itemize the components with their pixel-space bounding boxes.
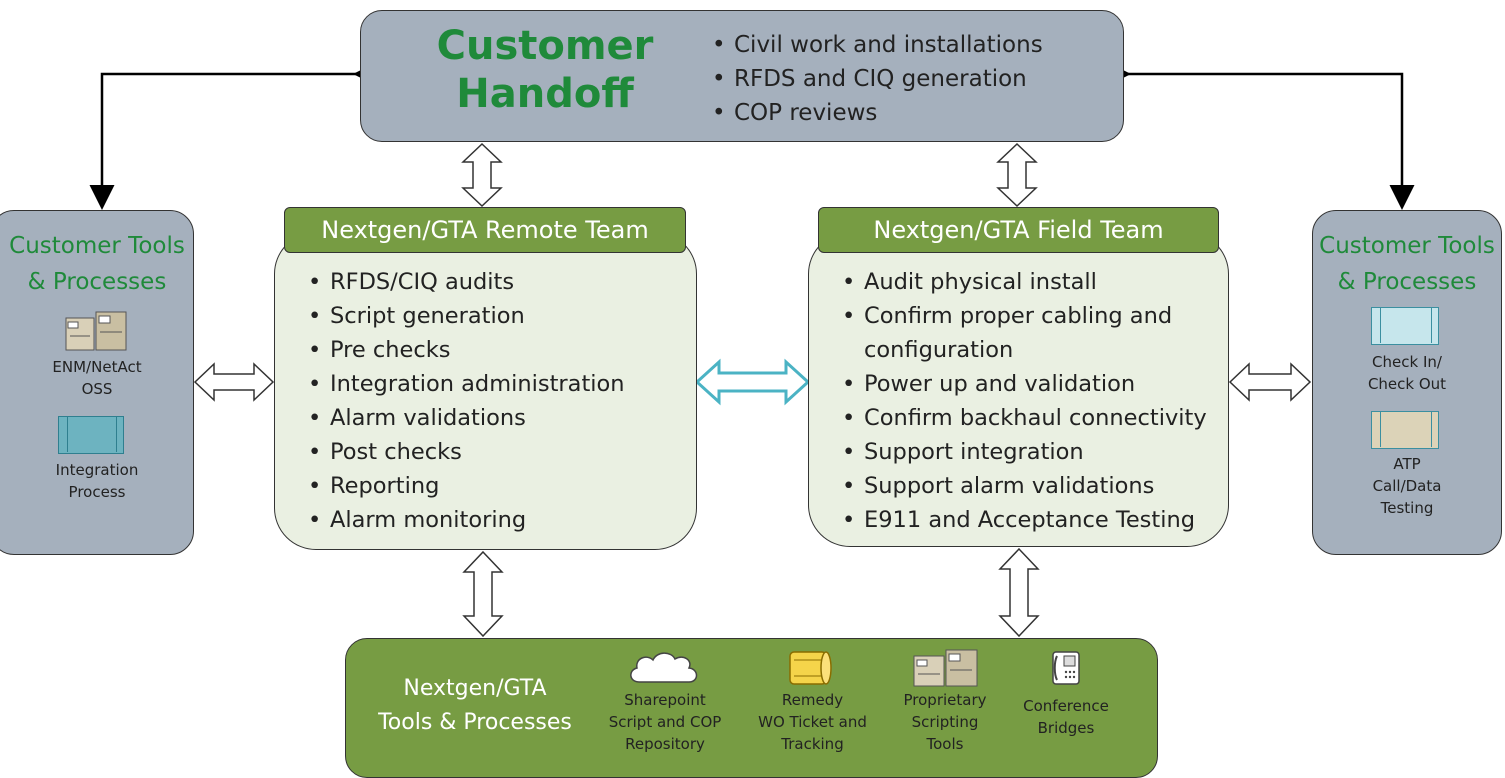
tool-label-line: Testing bbox=[1380, 499, 1434, 517]
tool-label-line: ATP bbox=[1393, 455, 1421, 473]
list-item: Power up and validation bbox=[836, 367, 1221, 401]
bottom-tool-3-label: Proprietary Scripting Tools bbox=[885, 689, 1005, 755]
tool-label-line: Remedy bbox=[781, 691, 844, 709]
list-item: COP reviews bbox=[706, 96, 1043, 130]
bottom-title: Nextgen/GTA Tools & Processes bbox=[355, 672, 595, 740]
remote-team-list: RFDS/CIQ audits Script generation Pre ch… bbox=[302, 265, 692, 537]
tool-label-line: Process bbox=[68, 483, 126, 501]
tool-label-line: Scripting bbox=[911, 713, 979, 731]
list-item: Alarm validations bbox=[302, 401, 692, 435]
tool-label-line: Check Out bbox=[1367, 375, 1447, 393]
field-team-list: Audit physical install Confirm proper ca… bbox=[836, 265, 1221, 537]
tool-label-line: Repository bbox=[625, 735, 705, 753]
process-icon bbox=[1371, 307, 1439, 345]
cloud-icon bbox=[630, 652, 698, 683]
tool-label-line: Call/Data bbox=[1372, 477, 1442, 495]
list-item: E911 and Acceptance Testing bbox=[836, 503, 1221, 537]
tool-label-line: Bridges bbox=[1037, 719, 1095, 737]
handoff-field-arrow bbox=[996, 142, 1038, 208]
field-right-tools-arrow bbox=[1228, 362, 1312, 402]
tool-label-line: ENM/NetAct bbox=[52, 358, 142, 376]
list-item: Integration administration bbox=[302, 367, 692, 401]
handoff-title-line2: Handoff bbox=[456, 71, 634, 117]
bottom-title-line1: Nextgen/GTA bbox=[403, 676, 547, 701]
server-icon bbox=[65, 311, 127, 351]
list-item: Confirm proper cabling and configuration bbox=[836, 299, 1221, 367]
list-item: Civil work and installations bbox=[706, 28, 1043, 62]
left-tools-title: Customer Tools & Processes bbox=[0, 228, 194, 300]
bottom-title-line2: Tools & Processes bbox=[378, 710, 572, 735]
tool-label-line: Conference bbox=[1023, 697, 1109, 715]
handoff-title: Customer Handoff bbox=[410, 22, 680, 118]
handoff-list: Civil work and installations RFDS and CI… bbox=[706, 28, 1043, 130]
handoff-title-line1: Customer bbox=[436, 23, 654, 69]
list-item: Pre checks bbox=[302, 333, 692, 367]
left-tool-2-label: Integration Process bbox=[0, 459, 194, 503]
right-tool-2-label: ATP Call/Data Testing bbox=[1312, 453, 1502, 519]
tool-label-line: Tracking bbox=[781, 735, 844, 753]
list-item: Post checks bbox=[302, 435, 692, 469]
handoff-remote-arrow bbox=[461, 142, 503, 208]
left-connector-line bbox=[89, 61, 378, 210]
tool-label-line: WO Ticket and bbox=[758, 713, 867, 731]
list-item: Reporting bbox=[302, 469, 692, 503]
server-icon bbox=[913, 649, 978, 687]
right-tools-title: Customer Tools & Processes bbox=[1312, 228, 1502, 300]
tool-label-line: OSS bbox=[81, 380, 113, 398]
phone-icon bbox=[1052, 651, 1080, 685]
right-tools-title-line2: & Processes bbox=[1337, 269, 1477, 295]
tool-label-line: Tools bbox=[926, 735, 964, 753]
tool-label-line: Proprietary bbox=[903, 691, 987, 709]
tool-label-line: Script and COP bbox=[608, 713, 722, 731]
left-customer-tools-box bbox=[0, 210, 194, 555]
right-tools-title-line1: Customer Tools bbox=[1319, 233, 1495, 259]
list-item: Audit physical install bbox=[836, 265, 1221, 299]
remote-bottom-arrow bbox=[462, 550, 504, 638]
left-tools-remote-arrow bbox=[193, 362, 275, 402]
list-item: Confirm backhaul connectivity bbox=[836, 401, 1221, 435]
list-item: Support alarm validations bbox=[836, 469, 1221, 503]
process-icon bbox=[58, 416, 124, 454]
remote-team-header: Nextgen/GTA Remote Team bbox=[284, 207, 686, 253]
field-bottom-arrow bbox=[998, 547, 1040, 638]
tool-label-line: Sharepoint bbox=[624, 691, 706, 709]
process-icon bbox=[1371, 411, 1439, 449]
remote-field-arrow bbox=[694, 358, 811, 406]
bottom-tool-4-label: Conference Bridges bbox=[1010, 695, 1122, 739]
bottom-tool-2-label: Remedy WO Ticket and Tracking bbox=[740, 689, 885, 755]
list-item: RFDS/CIQ audits bbox=[302, 265, 692, 299]
right-tool-1-label: Check In/ Check Out bbox=[1312, 351, 1502, 395]
list-item: Script generation bbox=[302, 299, 692, 333]
bottom-tool-1-label: Sharepoint Script and COP Repository bbox=[590, 689, 740, 755]
left-tools-title-line2: & Processes bbox=[27, 269, 167, 295]
tool-label-line: Integration bbox=[55, 461, 139, 479]
list-item: RFDS and CIQ generation bbox=[706, 62, 1043, 96]
left-tool-1-label: ENM/NetAct OSS bbox=[0, 356, 194, 400]
list-item: Support integration bbox=[836, 435, 1221, 469]
right-connector-line bbox=[1106, 61, 1415, 210]
tool-label-line: Check In/ bbox=[1372, 353, 1442, 371]
list-item: Alarm monitoring bbox=[302, 503, 692, 537]
database-icon bbox=[789, 651, 832, 685]
nextgen-tools-bar bbox=[345, 638, 1158, 778]
right-customer-tools-box bbox=[1312, 210, 1502, 555]
left-tools-title-line1: Customer Tools bbox=[9, 233, 185, 259]
field-team-header: Nextgen/GTA Field Team bbox=[818, 207, 1219, 253]
